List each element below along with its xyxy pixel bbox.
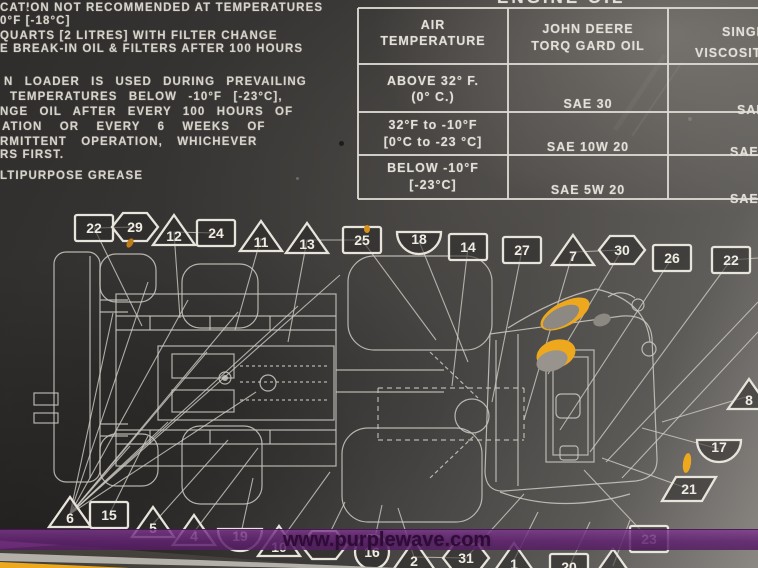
note-line: RS FIRST. — [0, 149, 65, 161]
row2-torq-oil: SAE 10W 20 — [546, 140, 630, 154]
oil-table-title-partial: ENGINE OIL — [497, 0, 625, 8]
row3-single-oil: SAE 5W — [730, 192, 758, 206]
col-header-air-temperature: AIR — [420, 18, 446, 32]
note-line: N LOADER IS USED DURING PREVAILING — [4, 76, 307, 88]
note-line: 0°F [-18°C] — [0, 15, 71, 27]
note-line: RMITTENT OPERATION, WHICHEVER — [0, 136, 258, 148]
watermark-text: www.purplewave.com — [283, 529, 492, 551]
row2-temp: 32°F to -10°F — [388, 118, 478, 132]
row2-temp: [0°C to -23 °C] — [383, 135, 483, 149]
row3-torq-oil: SAE 5W 20 — [550, 183, 626, 197]
row3-temp: BELOW -10°F — [387, 161, 479, 175]
note-line: TEMPERATURES BELOW -10°F [-23°C], — [10, 91, 283, 103]
col-header-air-temperature: TEMPERATURE — [380, 34, 486, 48]
col-header-torq-gard: TORQ GARD OIL — [531, 39, 645, 53]
row3-temp: [-23°C] — [409, 178, 457, 192]
dust-speck — [688, 117, 692, 121]
col-header-single-viscosity: SINGLE — [722, 25, 758, 39]
row1-torq-oil: SAE 30 — [563, 97, 613, 111]
dust-speck — [296, 177, 299, 180]
note-line: E BREAK-IN OIL & FILTERS AFTER 100 HOURS — [0, 43, 304, 55]
col-header-single-viscosity: VISCOSITY — [695, 46, 758, 60]
note-line: QUARTS [2 LITRES] WITH FILTER CHANGE — [0, 30, 278, 42]
note-line: NGE OIL AFTER EVERY 100 HOURS OF — [0, 106, 294, 118]
col-header-torq-gard: JOHN DEERE — [542, 22, 634, 36]
note-line: CATION NOT RECOMMENDED AT TEMPERATURES — [0, 2, 324, 14]
row1-single-oil: SAE 30 — [737, 103, 758, 117]
dust-speck — [27, 7, 30, 10]
row2-single-oil: SAE 10W — [730, 145, 758, 159]
note-line: LTIPURPOSE GREASE — [0, 170, 144, 182]
row1-temp: ABOVE 32° F. — [386, 74, 480, 88]
row1-temp: (0° C.) — [411, 90, 455, 104]
watermark-band — [0, 529, 758, 550]
note-line: ATION OR EVERY 6 WEEKS OF — [2, 121, 266, 133]
dust-speck — [339, 141, 344, 146]
